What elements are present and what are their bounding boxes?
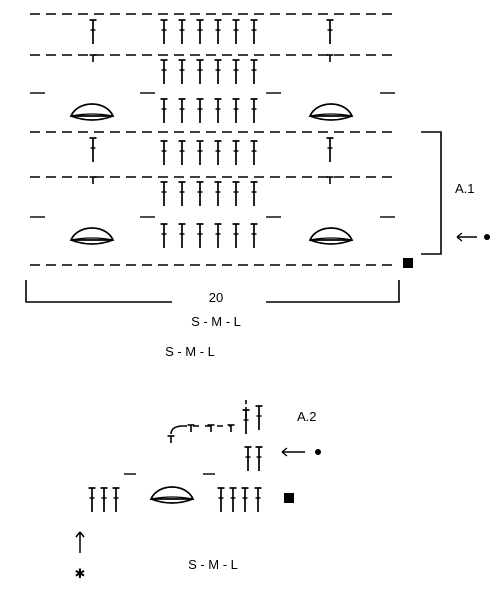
stitch-count: 20 — [209, 290, 223, 305]
sizes-label: S - M - L — [165, 344, 215, 359]
repeat-label-a1: A.1 — [455, 181, 475, 196]
puff-bobble-icon — [70, 103, 114, 121]
puff-bobble-icon — [309, 227, 353, 245]
treble-block — [159, 19, 259, 249]
row-direction-arrow-icon — [281, 447, 321, 457]
start-arrow-icon — [75, 531, 85, 553]
width-bracket — [25, 280, 400, 303]
chart-a1: A.1 20 S - M - L S - M - L — [25, 13, 490, 359]
start-square-icon — [403, 258, 413, 268]
start-square-icon — [284, 493, 294, 503]
puff-stitches — [70, 103, 353, 245]
puff-bobble-icon — [150, 486, 194, 504]
start-star-icon: ✱ — [75, 567, 86, 582]
chart-a2: A.2 — [75, 400, 321, 582]
side-trebles — [88, 19, 335, 185]
sizes-label: S - M - L — [188, 557, 238, 572]
puff-bobble-icon — [309, 103, 353, 121]
puff-bobble-icon — [70, 227, 114, 245]
chain-rows — [30, 13, 398, 266]
repeat-label-a2: A.2 — [297, 409, 317, 424]
repeat-bracket — [421, 131, 442, 255]
row-direction-arrow-icon — [456, 232, 490, 242]
sizes-label: S - M - L — [191, 314, 241, 329]
